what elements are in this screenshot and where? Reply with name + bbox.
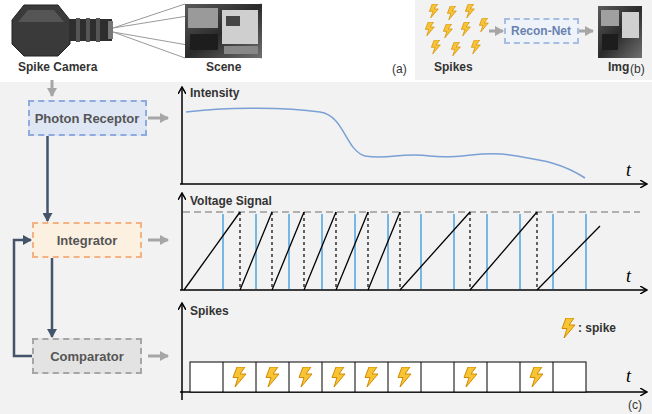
spike-plot [180, 304, 646, 400]
connector-arrow [14, 240, 32, 356]
panel-tag: (a) [392, 62, 407, 76]
spike-stream [425, 4, 488, 56]
panel-tag: (c) [628, 398, 642, 412]
flow-arrow [51, 80, 54, 96]
axis-label: Spikes [190, 304, 229, 318]
part-name: Img [608, 60, 629, 74]
intensity-plot [180, 88, 646, 184]
panel-c-ground [0, 82, 652, 414]
legend-text: : spike [578, 321, 616, 335]
axis-label: t [626, 266, 631, 287]
box-label: Photon Receptor [35, 111, 140, 126]
scene-image [185, 4, 262, 58]
legend-swatch [560, 318, 576, 338]
process-box: Photon Receptor [28, 100, 147, 136]
axis-label: Intensity [190, 86, 239, 100]
reconstructed-image [598, 6, 642, 58]
flow-arrow [579, 30, 593, 33]
connector-arrow [46, 136, 49, 221]
box-label: Comparator [50, 349, 124, 364]
axis-label: t [626, 160, 631, 181]
box-label: Recon-Net [511, 24, 571, 38]
panel-tag: (b) [630, 62, 645, 76]
panel-b-ground [415, 0, 652, 80]
view-lines [113, 4, 262, 58]
axis-label: t [626, 366, 631, 387]
camera-icon [12, 5, 113, 56]
voltage-plot [180, 194, 646, 290]
flow-arrow [148, 117, 168, 120]
axis-label: Voltage Signal [190, 194, 272, 208]
process-box: Integrator [32, 222, 142, 258]
network-box: Recon-Net [504, 18, 579, 44]
flow-arrow [489, 30, 503, 33]
part-name: Spikes [434, 60, 473, 74]
flow-arrow [148, 355, 168, 358]
connector-arrow [51, 258, 54, 337]
flow-arrow [148, 239, 168, 242]
box-label: Integrator [57, 233, 118, 248]
part-name: Spike Camera [18, 60, 97, 74]
part-name: Scene [206, 60, 241, 74]
process-box: Comparator [32, 338, 142, 374]
